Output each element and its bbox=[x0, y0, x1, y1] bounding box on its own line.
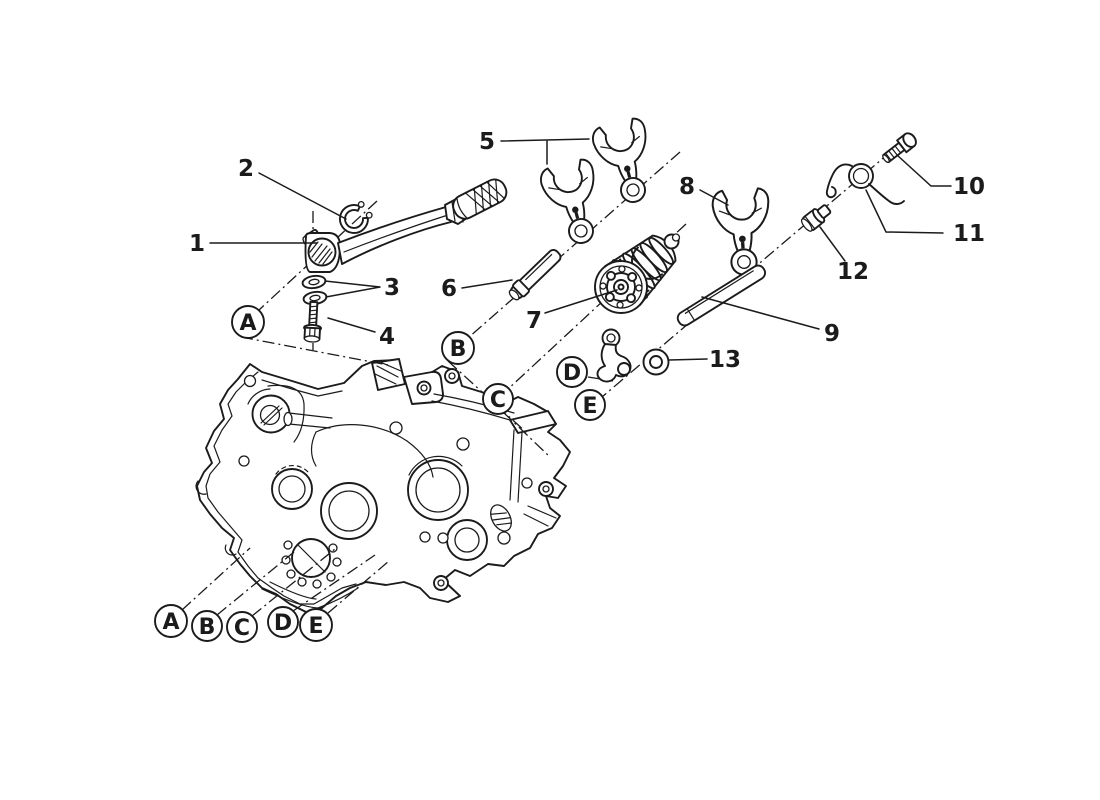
section-circle-c-bottom: C bbox=[226, 611, 258, 643]
roller-drawing bbox=[800, 204, 832, 232]
part-label-1: 1 bbox=[189, 231, 205, 257]
section-axis-lines bbox=[181, 336, 551, 617]
section-letter: B bbox=[199, 615, 216, 640]
circlip-drawing bbox=[339, 200, 373, 234]
shift-lever-drawing bbox=[302, 178, 508, 273]
section-circles-top: A B C D E bbox=[231, 305, 606, 421]
section-letter: B bbox=[450, 337, 467, 362]
stopper-lever-drawing bbox=[596, 328, 670, 383]
section-circle-a-bottom: A bbox=[154, 604, 188, 638]
section-circle-a-top: A bbox=[231, 305, 265, 339]
washers-drawing bbox=[301, 274, 328, 306]
section-letter: A bbox=[239, 311, 256, 336]
section-circle-b-top: B bbox=[441, 331, 475, 365]
section-letter: D bbox=[274, 611, 292, 636]
return-spring-drawing bbox=[825, 163, 905, 205]
part-label-3: 3 bbox=[384, 275, 400, 301]
part-label-6: 6 bbox=[441, 276, 457, 302]
leader-lines bbox=[209, 138, 952, 361]
part-label-11: 11 bbox=[953, 221, 985, 247]
section-letter: E bbox=[582, 394, 597, 419]
part-label-5: 5 bbox=[479, 129, 495, 155]
section-circles-bottom: A B C D E bbox=[154, 604, 333, 643]
section-circle-d-top: D bbox=[556, 356, 588, 388]
part-label-7: 7 bbox=[526, 308, 542, 334]
crankcase-drawing bbox=[195, 358, 571, 613]
section-letter: C bbox=[490, 388, 506, 413]
stopper-rod-drawing bbox=[676, 264, 767, 327]
shift-drum-drawing bbox=[594, 233, 681, 314]
section-circle-c-top: C bbox=[482, 383, 514, 415]
part-label-12: 12 bbox=[837, 259, 869, 285]
section-letter: A bbox=[162, 610, 179, 635]
section-letter: C bbox=[234, 616, 250, 641]
pivot-bolt-drawing bbox=[882, 132, 917, 164]
bolt-drawing bbox=[303, 300, 322, 343]
fork-shaft-drawing bbox=[508, 248, 562, 301]
part-label-8: 8 bbox=[679, 174, 695, 200]
section-circle-e-bottom: E bbox=[299, 608, 333, 642]
shift-forks-drawing bbox=[537, 115, 664, 251]
part-label-4: 4 bbox=[379, 324, 395, 350]
part-label-9: 9 bbox=[824, 321, 840, 347]
section-letter: D bbox=[563, 361, 581, 386]
part-number-labels: 1 2 3 4 5 6 7 8 9 10 11 12 13 bbox=[189, 129, 985, 373]
section-letter: E bbox=[308, 614, 323, 639]
section-circle-d-bottom: D bbox=[267, 606, 299, 638]
section-circle-e-top: E bbox=[574, 389, 606, 421]
section-circle-b-bottom: B bbox=[191, 610, 223, 642]
part-label-10: 10 bbox=[953, 174, 985, 200]
part-label-2: 2 bbox=[238, 156, 254, 182]
part-label-13: 13 bbox=[709, 347, 741, 373]
